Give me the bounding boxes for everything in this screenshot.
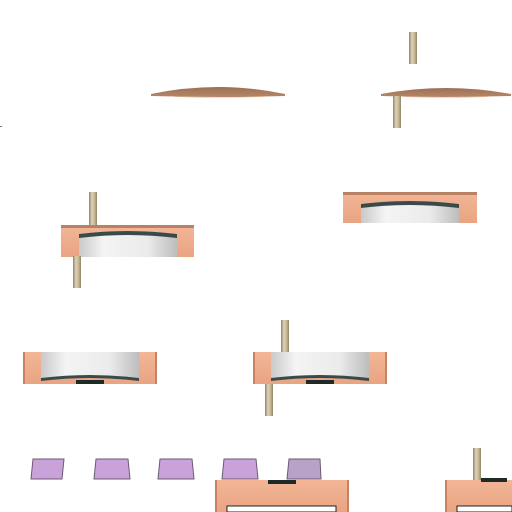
stray-pixel [0,126,2,127]
purple-cap-row [30,458,322,480]
base-plate-sprite [215,480,349,512]
purple-cap-sprite [286,458,322,480]
pin-top [409,32,417,64]
cup-housing-with-pin-sprite [61,192,194,288]
pin-bottom [393,96,401,128]
pin-top [281,320,289,353]
pin-bottom [73,256,81,288]
purple-cap-sprite [221,458,259,480]
slot [481,478,507,482]
slot [76,380,104,384]
base-plate-with-pin-sprite [445,448,512,512]
purple-cap-sprite [30,458,65,480]
deep-housing-sprite [23,352,157,384]
slot [306,380,334,384]
pin-bottom [265,384,273,416]
purple-cap-sprite [157,458,195,480]
cup-housing-sprite [343,192,477,223]
slot [268,480,296,484]
pin-top [89,192,97,226]
pin-top [473,448,481,481]
deep-housing-with-pin-sprite [253,320,387,416]
lens-with-pin-sprite [381,32,511,128]
thin-lens-sprite [151,87,285,98]
purple-cap-sprite [93,458,131,480]
